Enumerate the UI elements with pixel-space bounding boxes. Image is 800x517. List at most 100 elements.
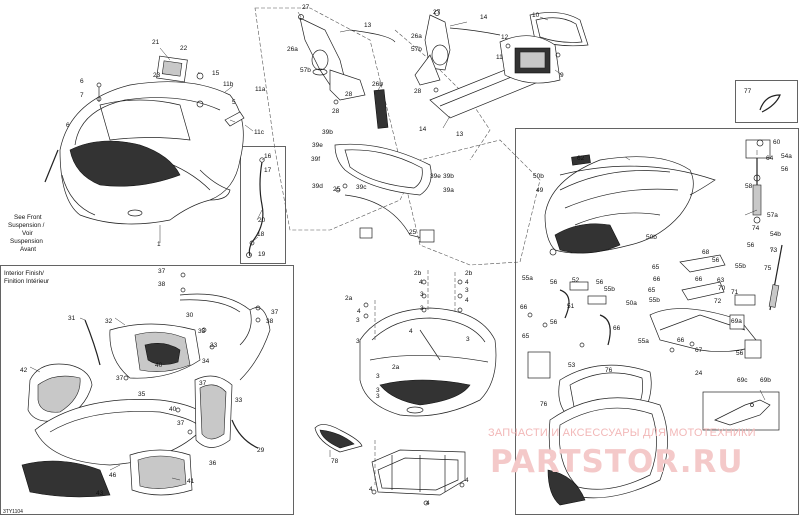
callout-l65c: 65 bbox=[522, 333, 530, 340]
body-tub-frame bbox=[371, 449, 466, 496]
callout-l33a: 33 bbox=[198, 328, 206, 335]
front-fairing-assembly bbox=[44, 55, 245, 225]
callout-l33c: 33 bbox=[235, 397, 243, 404]
windscreen-frame-39 bbox=[334, 143, 435, 243]
svg-text:Suspension: Suspension bbox=[10, 238, 43, 245]
watermark: ЗАПЧАСТИ И АКСЕССУАРЫ ДЛЯ МОТОТЕХНИКИ PA… bbox=[488, 427, 755, 480]
svg-text:Voir: Voir bbox=[22, 230, 33, 237]
callout-l67: 67 bbox=[695, 347, 703, 354]
instrument-cluster bbox=[499, 12, 589, 84]
callout-l37a: 37 bbox=[158, 268, 166, 275]
svg-text:Suspension /: Suspension / bbox=[8, 222, 45, 229]
callout-l27b: 27 bbox=[433, 9, 441, 16]
callout-l78: 78 bbox=[331, 458, 339, 465]
callout-l66b: 66 bbox=[695, 276, 703, 283]
callout-l39b1: 39b bbox=[322, 129, 333, 136]
callout-l73: 73 bbox=[770, 247, 778, 254]
callout-l35: 35 bbox=[138, 391, 146, 398]
callout-l3a: 3 bbox=[420, 291, 424, 298]
callout-l39a: 39a bbox=[443, 187, 454, 194]
callout-l2a2: 2a bbox=[392, 364, 400, 371]
callout-l74: 74 bbox=[752, 225, 760, 232]
callout-l9: 9 bbox=[560, 72, 564, 79]
watermark-logo: PARTSTOR.RU bbox=[490, 444, 744, 480]
callout-l3c: 3 bbox=[465, 287, 469, 294]
callout-l57b: 57b bbox=[300, 67, 311, 74]
callout-l3i: 3 bbox=[376, 393, 380, 400]
callout-l30: 30 bbox=[186, 312, 194, 319]
callout-l12: 12 bbox=[501, 34, 509, 41]
trunk-tub bbox=[547, 364, 668, 506]
callout-l56a: 56 bbox=[781, 166, 789, 173]
callout-l56b: 56 bbox=[747, 242, 755, 249]
callout-l77: 77 bbox=[744, 88, 752, 95]
callout-l39b2: 39b bbox=[443, 173, 454, 180]
callout-l69a: 69a bbox=[731, 318, 742, 325]
callout-l38b: 38 bbox=[266, 318, 274, 325]
callout-l11ax: 11a bbox=[255, 86, 266, 93]
cable-frame bbox=[240, 146, 286, 264]
interior-finish-parts bbox=[21, 272, 271, 498]
leader-lines bbox=[29, 11, 776, 494]
callout-l28a: 28 bbox=[345, 91, 353, 98]
callout-l26a: 26a bbox=[287, 46, 298, 53]
callout-l19: 19 bbox=[258, 251, 266, 258]
callout-l26c: 26a bbox=[411, 33, 422, 40]
callout-l58: 58 bbox=[745, 183, 753, 190]
callout-l25a: 25 bbox=[333, 186, 341, 193]
callout-l54a: 54a bbox=[781, 153, 792, 160]
part-78 bbox=[314, 424, 363, 453]
callout-l50a: 50a bbox=[626, 300, 637, 307]
callout-l50b1: 50b bbox=[533, 173, 544, 180]
gas-strut-right bbox=[768, 244, 783, 311]
body-tub-assembly bbox=[359, 270, 497, 485]
callout-l66c: 66 bbox=[677, 337, 685, 344]
callout-l36: 36 bbox=[209, 460, 217, 467]
callout-l3h: 3 bbox=[376, 387, 380, 394]
callout-l37d: 37 bbox=[199, 380, 207, 387]
callout-l57c: 57b bbox=[411, 46, 422, 53]
callout-l70: 70 bbox=[718, 285, 726, 292]
callout-l5: 5 bbox=[232, 99, 236, 106]
callout-l51: 51 bbox=[567, 303, 575, 310]
trunk-latch-parts bbox=[527, 281, 611, 379]
gas-strut bbox=[745, 139, 771, 224]
callout-l27a: 27 bbox=[302, 4, 310, 11]
callout-l37c: 37 bbox=[116, 375, 124, 382]
seal-77-frame bbox=[735, 80, 798, 123]
callout-l63: 63 bbox=[717, 277, 725, 284]
callout-l14a: 14 bbox=[480, 14, 488, 21]
note-see-front-suspension: See Front Suspension / Voir Suspension A… bbox=[8, 214, 45, 253]
callout-l4d: 4 bbox=[409, 328, 413, 335]
svg-text:See Front: See Front bbox=[14, 214, 42, 221]
callout-l72: 72 bbox=[714, 298, 722, 305]
callout-l2b2: 2b bbox=[465, 270, 473, 277]
callout-l6a: 6 bbox=[80, 78, 84, 85]
callout-l56f: 56 bbox=[596, 279, 604, 286]
callout-l3g: 3 bbox=[376, 373, 380, 380]
callout-l54b: 54b bbox=[770, 231, 781, 238]
callout-l42: 42 bbox=[20, 367, 28, 374]
fasteners-tub bbox=[363, 279, 465, 506]
callout-l56g: 56 bbox=[550, 319, 558, 326]
callout-l4b: 4 bbox=[465, 279, 469, 286]
callout-l14b: 14 bbox=[419, 126, 427, 133]
callout-l69b: 69b bbox=[760, 377, 771, 384]
note-interior-finish: Interior Finish/ Finition Intérieur bbox=[4, 270, 49, 285]
trunk-frame bbox=[515, 128, 799, 515]
callout-l39c: 39c bbox=[356, 184, 367, 191]
callout-l65a: 65 bbox=[652, 264, 660, 271]
callout-l3b: 3 bbox=[420, 305, 424, 312]
callout-l56e: 56 bbox=[550, 279, 558, 286]
callout-l2a: 2a bbox=[345, 295, 353, 302]
callout-l39e2: 39e bbox=[430, 173, 441, 180]
interior-finish-frame bbox=[0, 265, 294, 515]
callout-l53: 53 bbox=[568, 362, 576, 369]
callout-l66e: 66 bbox=[613, 325, 621, 332]
callout-l39f: 39f bbox=[311, 156, 320, 163]
callout-l29: 29 bbox=[257, 447, 265, 454]
callout-l3f: 3 bbox=[466, 336, 470, 343]
mirror-bracket-left bbox=[298, 14, 396, 129]
callout-l10: 10 bbox=[532, 12, 540, 19]
